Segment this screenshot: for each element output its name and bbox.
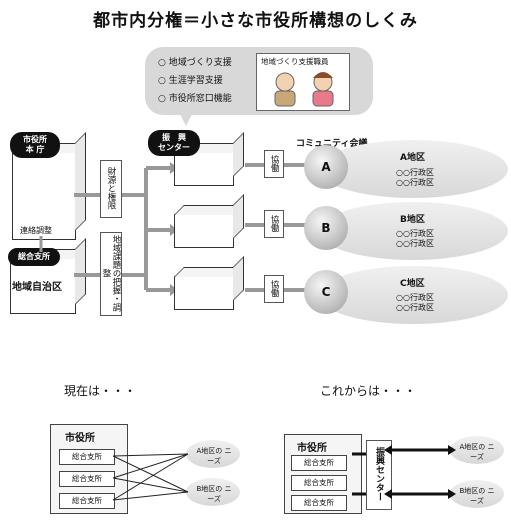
kyodo-box-b: 協働 <box>264 210 284 238</box>
district-ward-b2: ○○行政区 <box>396 239 434 248</box>
current-need-a <box>186 440 240 468</box>
future-branch-1: 総合支所 <box>291 455 347 471</box>
future-branch-2: 総合支所 <box>291 475 347 491</box>
city-hall-label: 市役所 <box>23 135 47 144</box>
staff-person-icon <box>274 72 334 107</box>
staff-panel: 地域づくり支援職員 <box>256 53 350 111</box>
district-ward-b1: ○○行政区 <box>396 229 434 238</box>
district-ward-c2: ○○行政区 <box>396 303 434 312</box>
shinko-center-box-b <box>174 194 244 248</box>
future-need-a <box>450 436 504 464</box>
district-circle-a: A <box>304 145 348 189</box>
current-need-b <box>186 478 240 506</box>
honcho-label: 本 庁 <box>25 145 45 154</box>
staff-label: 地域づくり支援職員 <box>261 57 329 66</box>
chiiki-kadai-box: 地域課題の把握・調整 <box>100 232 122 316</box>
renraku-label: 連絡調整 <box>20 226 52 235</box>
current-branch-1: 総合支所 <box>59 449 115 465</box>
district-ellipse-c <box>318 266 508 324</box>
page-title: 都市内分権＝小さな市役所構想のしくみ <box>93 11 418 31</box>
bubble-tail <box>178 110 194 126</box>
future-need-b-label: B地区の ニーズ <box>459 487 495 505</box>
shinko-center-box-c <box>174 256 244 310</box>
current-need-b-label: B地区の ニーズ <box>196 485 232 503</box>
community-label: コミュニティ会議 <box>296 139 368 149</box>
shinko-center-pill: 振 興 センター <box>148 130 200 156</box>
kyodo-box-c: 協働 <box>264 275 284 303</box>
district-ward-a1: ○○行政区 <box>396 168 434 177</box>
district-ward-c1: ○○行政区 <box>396 293 434 302</box>
district-circle-b: B <box>304 206 348 250</box>
future-need-b <box>450 480 504 508</box>
district-ellipse-b <box>318 202 508 260</box>
district-ellipse-a <box>318 140 508 198</box>
future-branch-3: 総合支所 <box>291 495 347 511</box>
current-need-a-label: A地区の ニーズ <box>196 447 232 465</box>
kyodo-box-a: 協働 <box>264 150 284 178</box>
future-heading: これからは・・・ <box>320 384 417 398</box>
district-circle-c: C <box>304 270 348 314</box>
zaigen-box: 財源と権限 <box>100 160 122 218</box>
bubble-item-1: ○ 地域づくり支援 <box>158 58 232 68</box>
bubble-item-3: ○ 市役所窓口機能 <box>158 94 232 104</box>
chiiki-jichiku-label: 地域自治区 <box>12 282 62 293</box>
current-heading: 現在は・・・ <box>64 384 137 398</box>
shinko-center-box-a <box>174 132 244 186</box>
district-ward-a2: ○○行政区 <box>396 178 434 187</box>
current-branch-3: 総合支所 <box>59 493 115 509</box>
sogo-pill: 総合支所 <box>8 248 60 266</box>
city-hall-pill: 市役所 本 庁 <box>10 132 60 158</box>
current-branch-2: 総合支所 <box>59 471 115 487</box>
future-city-box: 市役所 総合支所 総合支所 総合支所 <box>284 434 362 514</box>
district-name-b: B地区 <box>400 215 425 225</box>
future-need-a-label: A地区の ニーズ <box>459 443 495 461</box>
district-name-a: A地区 <box>400 153 425 163</box>
sogo-box <box>10 238 86 314</box>
district-name-c: C地区 <box>400 279 425 289</box>
bubble-item-2: ○ 生涯学習支援 <box>158 76 223 86</box>
